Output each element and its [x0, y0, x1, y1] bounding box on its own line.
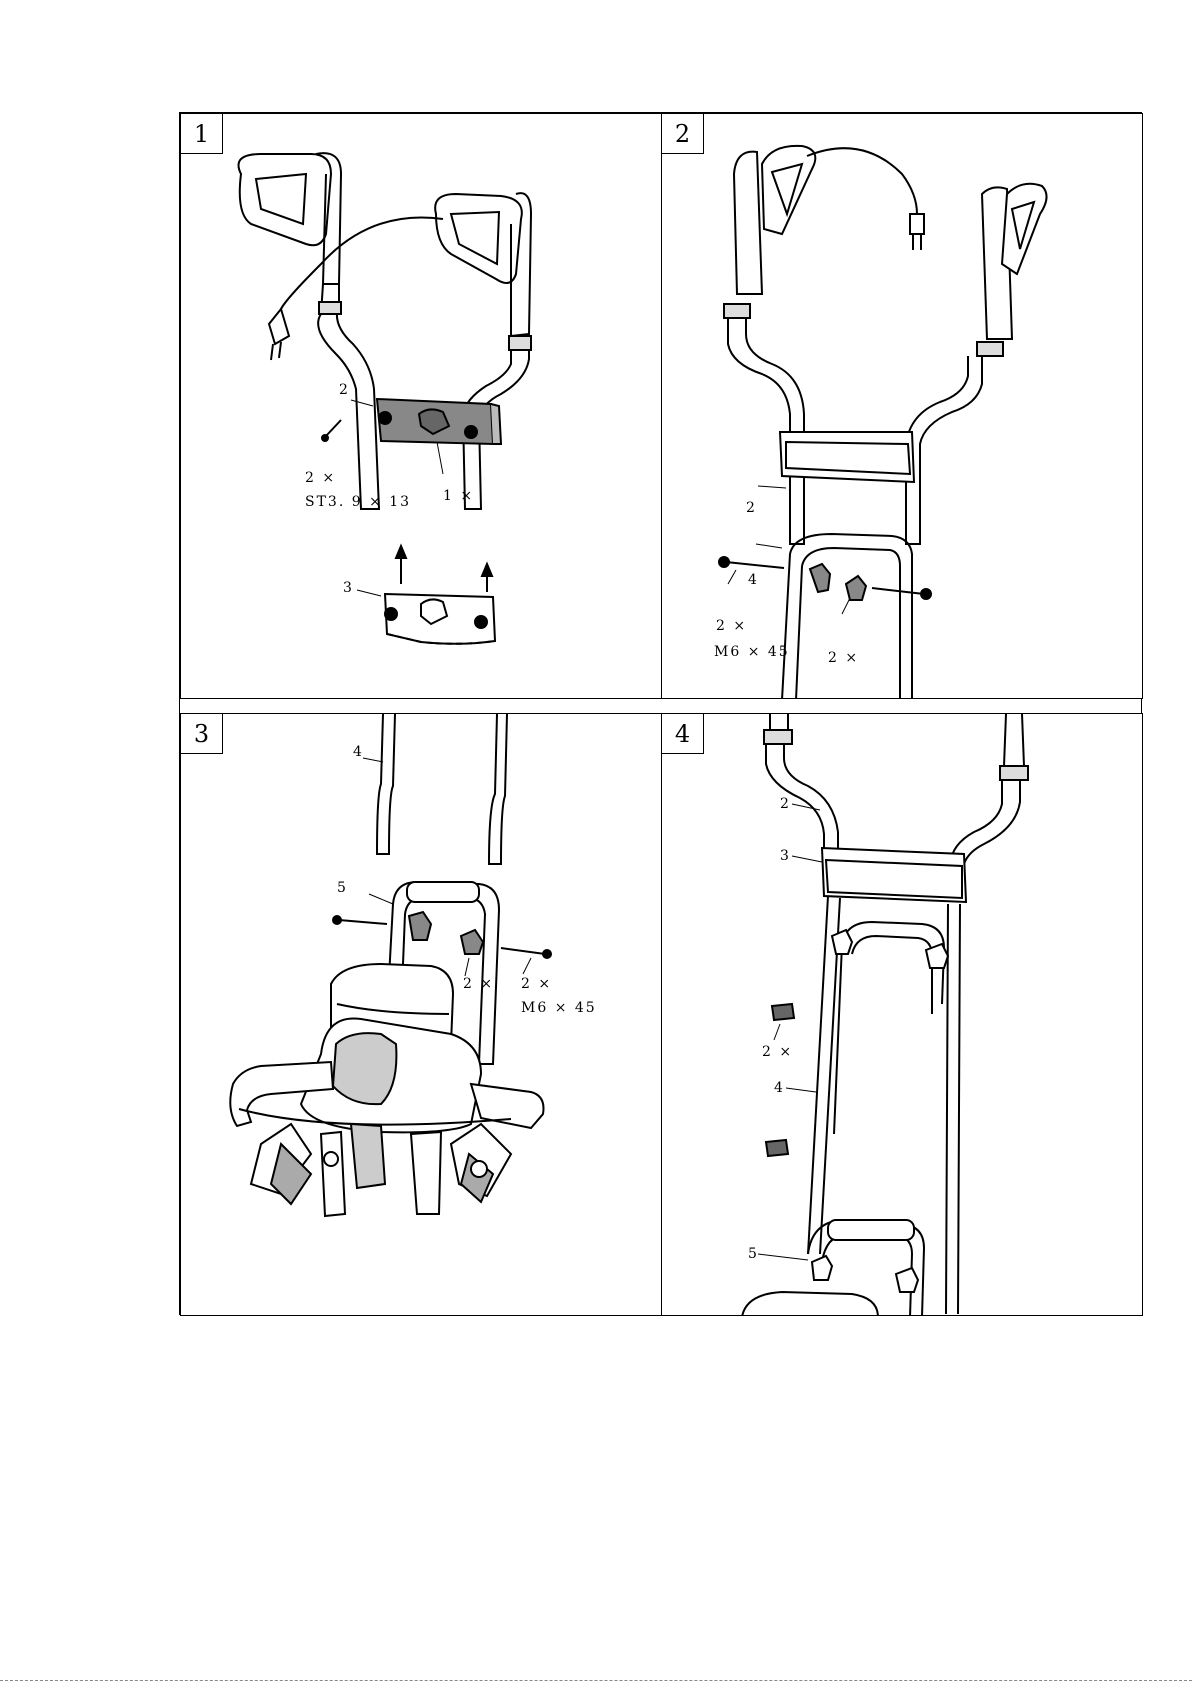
handle-to-lower-frame-illustration	[662, 114, 1143, 699]
part-2-label: 2	[780, 796, 791, 812]
screw-quantity-label: 2 ×	[305, 470, 336, 486]
panel-step-1: 1	[180, 113, 662, 699]
bolt-quantity-label: 2 ×	[521, 976, 552, 992]
part-3-label: 3	[780, 848, 791, 864]
assembly-instruction-sheet: 1	[179, 112, 1142, 1315]
step-number: 4	[662, 714, 704, 754]
panel-step-2: 2	[661, 113, 1143, 699]
cover-quantity-label: 1 ×	[443, 488, 474, 504]
bolt-quantity-label: 2 ×	[716, 618, 747, 634]
panel-step-4: 4	[661, 713, 1143, 1316]
bolt-spec-label: M6 × 45	[714, 644, 790, 660]
step-number: 1	[181, 114, 223, 154]
step-number: 3	[181, 714, 223, 754]
part-5-label: 5	[337, 880, 348, 896]
bolt-spec-label: M6 × 45	[521, 1000, 597, 1016]
panel-step-3: 3	[180, 713, 662, 1316]
complete-frame-illustration	[662, 714, 1143, 1316]
knob-quantity-label: 2 ×	[463, 976, 494, 992]
knob-quantity-label: 2 ×	[828, 650, 859, 666]
part-4-label: 4	[774, 1080, 785, 1096]
part-5-label: 5	[748, 1246, 759, 1262]
page-bottom-edge	[0, 1680, 1192, 1681]
knob-quantity-label: 2 ×	[762, 1044, 793, 1060]
screw-spec-label: ST3. 9 × 13	[305, 494, 411, 510]
part-2-label: 2	[339, 382, 350, 398]
step-number: 2	[662, 114, 704, 154]
part-2-label: 2	[746, 500, 757, 516]
part-3-label: 3	[343, 580, 354, 596]
part-4-label: 4	[748, 572, 759, 588]
part-4-label: 4	[353, 744, 364, 760]
handle-cover-assembly-illustration	[181, 114, 662, 699]
